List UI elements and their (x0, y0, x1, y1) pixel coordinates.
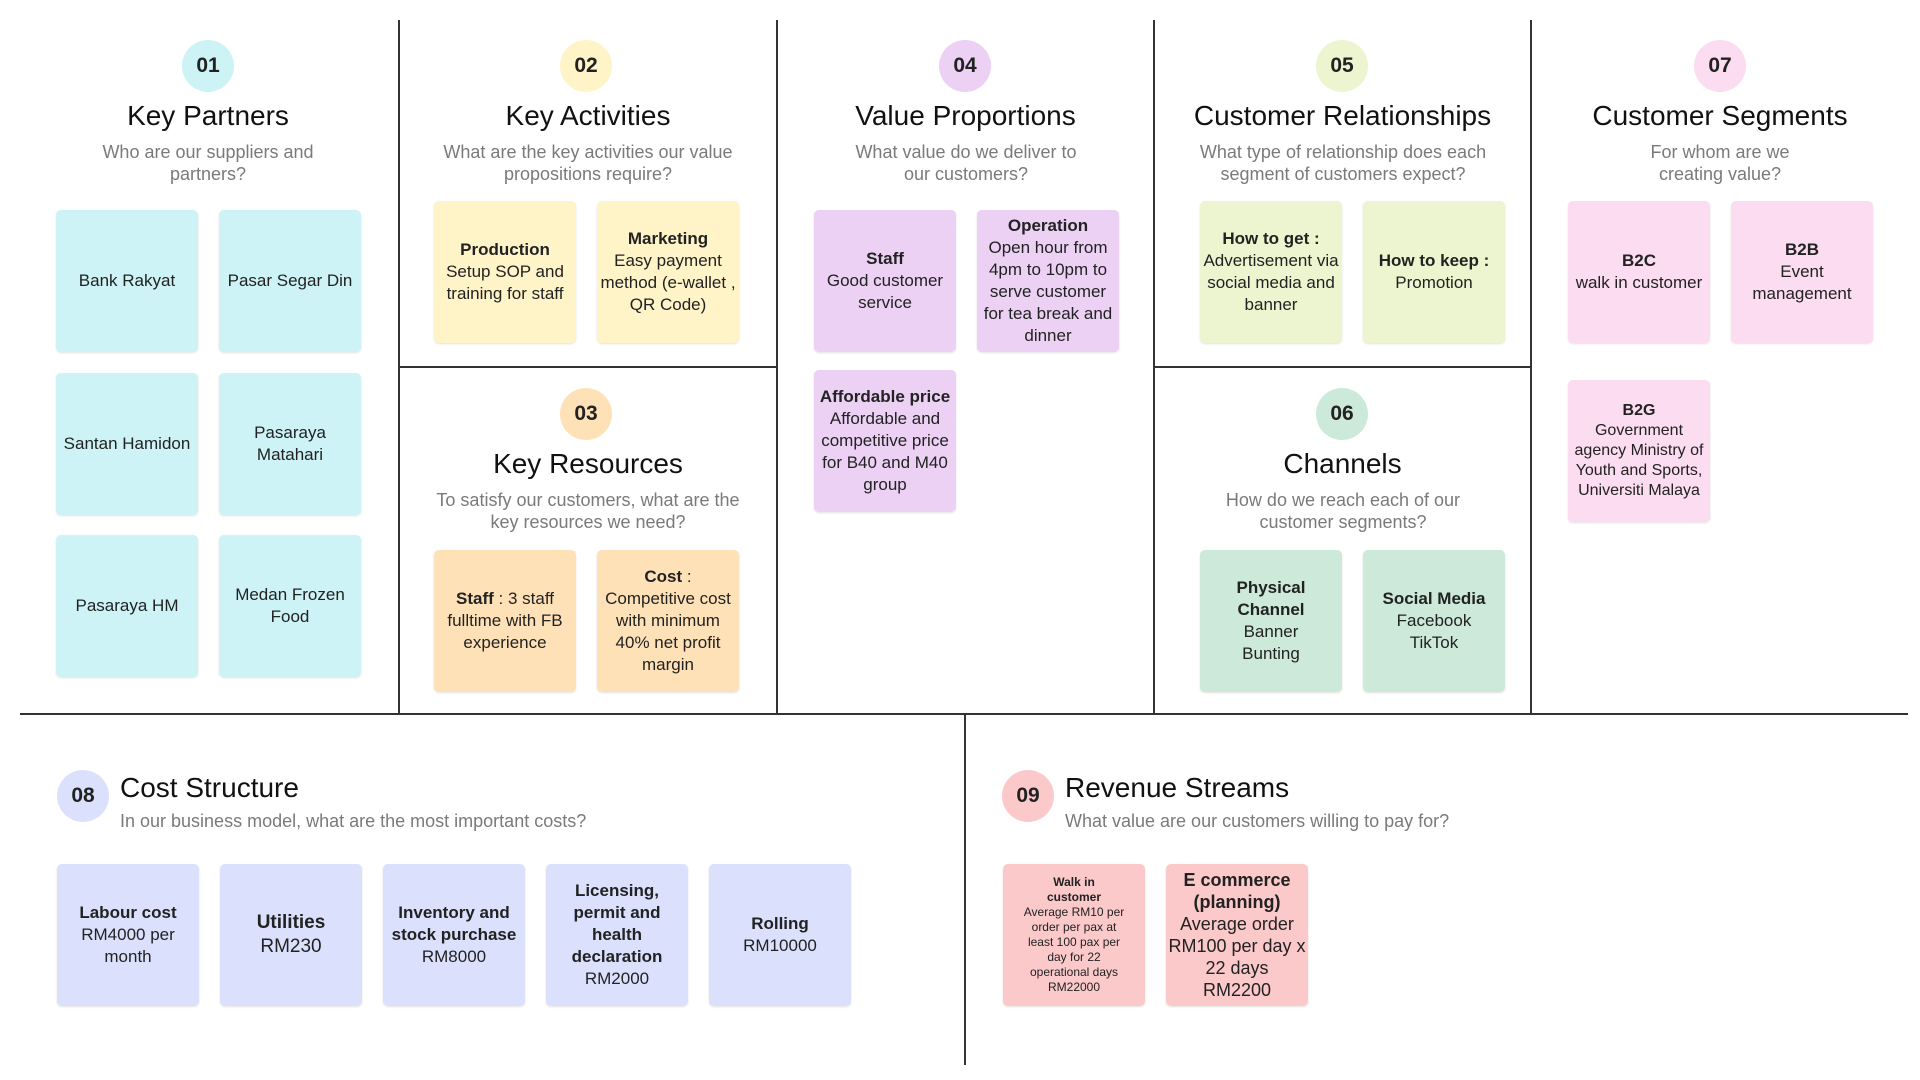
sticky-note: Pasar Segar Din (219, 210, 361, 352)
section-title: Cost Structure (120, 772, 299, 803)
sticky-note: Santan Hamidon (56, 373, 198, 515)
divider-v-bottom (964, 713, 966, 1065)
section-number-badge: 01 (182, 40, 234, 92)
note-text: Competitive cost with minimum 40% net pr… (605, 589, 731, 674)
section-number-badge: 09 (1002, 770, 1054, 822)
section-number-badge: 06 (1316, 388, 1368, 440)
section-number-badge: 03 (560, 388, 612, 440)
sticky-note: Bank Rakyat (56, 210, 198, 352)
section-title: Key Activities (505, 100, 671, 131)
section-number-badge: 07 (1694, 40, 1746, 92)
sticky-note: How to get :Advertisement via social med… (1200, 201, 1342, 343)
section-title: Value Proportions (855, 100, 1076, 131)
section-title: Customer Segments (1592, 100, 1848, 131)
section-number-badge: 05 (1316, 40, 1368, 92)
section-title: Customer Relationships (1193, 100, 1492, 131)
section-title: Channels (1283, 448, 1402, 479)
divider-h-activities (398, 366, 778, 368)
section-number-badge: 02 (560, 40, 612, 92)
section-subtitle: How do we reach each of our customer seg… (1225, 490, 1461, 532)
section-subtitle: For whom are we creating value? (1650, 142, 1790, 184)
section-subtitle: What are the key activities our value pr… (443, 142, 733, 184)
section-title: Revenue Streams (1065, 772, 1290, 803)
sticky-note: E commerce (planning)Average order RM100… (1166, 864, 1308, 1006)
sticky-note: Staff : 3 staff fulltime with FB experie… (434, 550, 576, 692)
sticky-note: Cost : Competitive cost with minimum 40% … (597, 550, 739, 692)
section-number-badge: 08 (57, 770, 109, 822)
sticky-note: Licensing, permit and health declaration… (546, 864, 688, 1006)
divider-h-relationships (1153, 366, 1532, 368)
note-text: : (682, 567, 692, 586)
sticky-note: Pasaraya Matahari (219, 373, 361, 515)
sticky-note: How to keep :Promotion (1363, 201, 1505, 343)
section-subtitle: To satisfy our customers, what are the k… (436, 490, 740, 532)
note-text: : 3 staff fulltime with FB experience (447, 589, 563, 652)
note-title: Staff (456, 589, 494, 608)
section-subtitle: What value are our customers willing to … (1065, 811, 1450, 831)
section-subtitle: In our business model, what are the most… (120, 811, 587, 831)
section-subtitle: What type of relationship does each segm… (1199, 142, 1487, 184)
section-number-badge: 04 (939, 40, 991, 92)
section-subtitle: Who are our suppliers and partners? (102, 142, 314, 184)
sticky-note: Pasaraya HM (56, 535, 198, 677)
section-subtitle: What value do we deliver to our customer… (855, 142, 1077, 184)
note-title: Cost (644, 567, 683, 586)
section-title: Key Partners (127, 100, 289, 131)
sticky-note: Medan Frozen Food (219, 535, 361, 677)
section-title: Key Resources (493, 448, 683, 479)
